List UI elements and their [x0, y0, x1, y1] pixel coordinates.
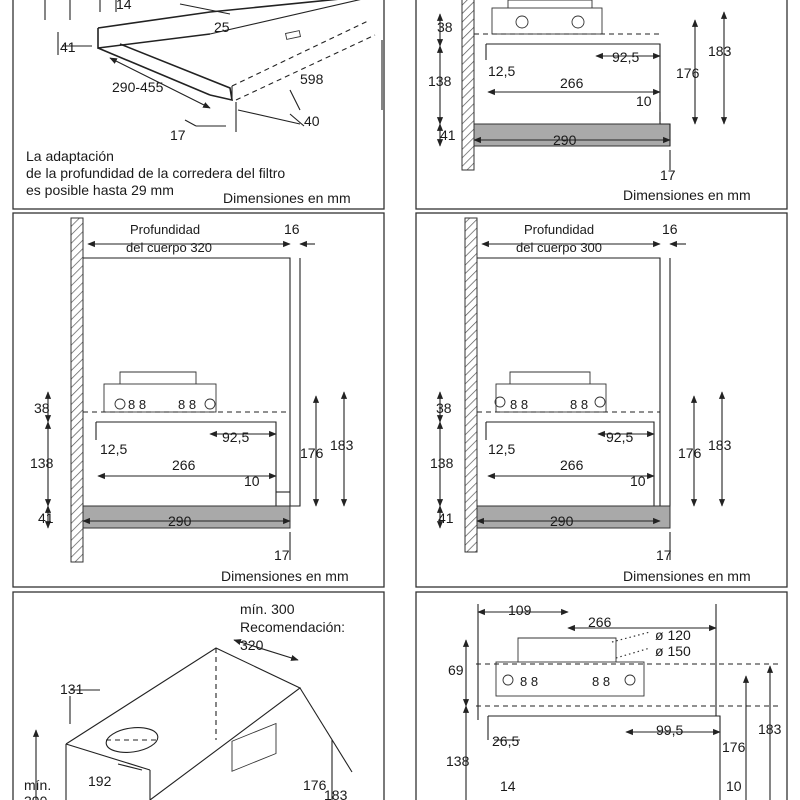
dim-266: 266: [560, 75, 584, 91]
filter-note-line-3: es posible hasta 29 mm: [26, 182, 174, 198]
rec-label-line-3: 320: [240, 637, 264, 653]
dim-16: 16: [662, 221, 678, 237]
dim-290: 290: [550, 513, 574, 529]
svg-text:8 8: 8 8: [128, 397, 146, 412]
dim-40: 40: [304, 113, 320, 129]
dim-266: 266: [588, 614, 612, 630]
dim-dia-150: ø 150: [655, 643, 691, 659]
dim-12-5: 12,5: [488, 441, 515, 457]
dim-10: 10: [630, 473, 646, 489]
dim-14: 14: [116, 0, 132, 12]
svg-text:8 8: 8 8: [510, 397, 528, 412]
dim-10: 10: [726, 778, 742, 794]
dim-131: 131: [60, 681, 84, 697]
dim-176: 176: [303, 777, 327, 793]
dim-183: 183: [324, 787, 348, 800]
dim-17: 17: [656, 547, 672, 563]
dim-92-5: 92,5: [612, 49, 639, 65]
units-note: Dimensiones en mm: [623, 187, 751, 203]
panel-top-left: 14 25 41 290-455 598 17 40 La adaptación…: [12, 0, 385, 210]
dim-266: 266: [560, 457, 584, 473]
dim-41: 41: [38, 510, 54, 526]
dim-290-455: 290-455: [112, 79, 164, 95]
dim-92-5: 92,5: [606, 429, 633, 445]
dim-109: 109: [508, 602, 532, 618]
units-note: Dimensiones en mm: [221, 568, 349, 584]
dim-176: 176: [676, 65, 700, 81]
dim-14: 14: [500, 778, 516, 794]
dim-192: 192: [88, 773, 112, 789]
dim-598: 598: [300, 71, 324, 87]
dim-290: 290: [168, 513, 192, 529]
rec-label-line-1: mín. 300: [240, 601, 295, 617]
depth-label-line-1: Profundidad: [130, 222, 200, 237]
panel-bottom-left: mín. 300 Recomendación: 320 131 192 176 …: [12, 591, 385, 800]
dim-92-5: 92,5: [222, 429, 249, 445]
dim-183: 183: [330, 437, 354, 453]
dim-10: 10: [244, 473, 260, 489]
dim-176: 176: [722, 739, 746, 755]
dim-183: 183: [708, 437, 732, 453]
dim-69: 69: [448, 662, 464, 678]
dim-38: 38: [34, 400, 50, 416]
dim-183: 183: [708, 43, 732, 59]
svg-text:8 8: 8 8: [178, 397, 196, 412]
dim-41: 41: [438, 510, 454, 526]
dim-41: 41: [60, 39, 76, 55]
depth-label-line-2: del cuerpo 320: [126, 240, 212, 255]
svg-text:8 8: 8 8: [520, 674, 538, 689]
min-label-line-1: mín.: [24, 777, 51, 793]
dim-25: 25: [214, 19, 230, 35]
dim-176: 176: [678, 445, 702, 461]
dim-dia-120: ø 120: [655, 627, 691, 643]
units-note: Dimensiones en mm: [623, 568, 751, 584]
dim-12-5: 12,5: [488, 63, 515, 79]
dim-138: 138: [430, 455, 454, 471]
dim-138: 138: [30, 455, 54, 471]
dim-26-5: 26,5: [492, 733, 519, 749]
dim-183: 183: [758, 721, 782, 737]
depth-label-line-2: del cuerpo 300: [516, 240, 602, 255]
panel-top-right: 38 92,5 12,5 266 138 176 183 10 41 290 1…: [415, 0, 788, 210]
dim-10: 10: [636, 93, 652, 109]
dim-12-5: 12,5: [100, 441, 127, 457]
filter-note-line-2: de la profundidad de la corredera del fi…: [26, 165, 285, 181]
units-note: Dimensiones en mm: [223, 190, 351, 206]
dim-38: 38: [437, 19, 453, 35]
filter-note-line-1: La adaptación: [26, 148, 114, 164]
dim-99-5: 99,5: [656, 722, 683, 738]
svg-text:8 8: 8 8: [570, 397, 588, 412]
svg-text:8 8: 8 8: [592, 674, 610, 689]
dim-38: 38: [436, 400, 452, 416]
rec-label-line-2: Recomendación:: [240, 619, 345, 635]
dim-138: 138: [446, 753, 470, 769]
dim-41: 41: [440, 127, 456, 143]
dim-17: 17: [274, 547, 290, 563]
min-label-line-2: 390: [24, 793, 48, 800]
dim-176: 176: [300, 445, 324, 461]
dim-138: 138: [428, 73, 452, 89]
dim-290: 290: [553, 132, 577, 148]
depth-label-line-1: Profundidad: [524, 222, 594, 237]
dim-17: 17: [170, 127, 186, 143]
dim-266: 266: [172, 457, 196, 473]
dim-17: 17: [660, 167, 676, 183]
dim-16: 16: [284, 221, 300, 237]
